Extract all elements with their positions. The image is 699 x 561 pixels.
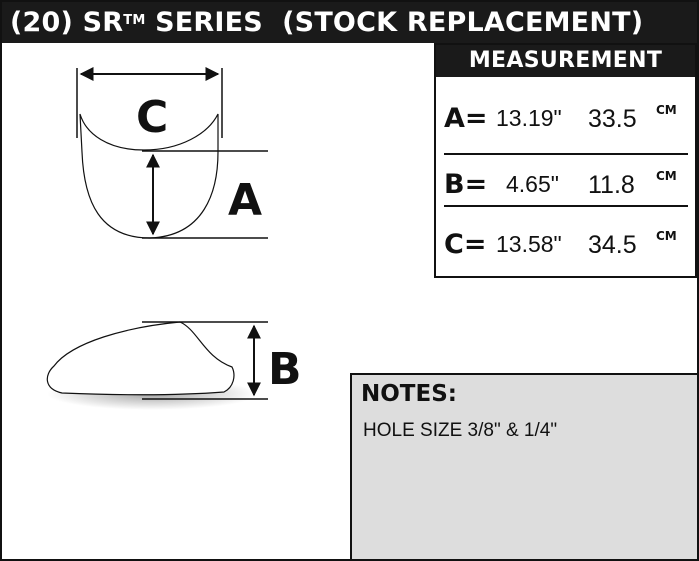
windshield-side-outline	[46, 321, 235, 396]
notes-text: HOLE SIZE 3/8" & 1/4"	[363, 420, 558, 441]
row-unit: CM	[656, 229, 677, 243]
measurement-row-b: B= 4.65" 11.8 CM	[444, 169, 690, 209]
row-label: B=	[444, 169, 488, 200]
label-a: A	[228, 175, 262, 226]
row-label: A=	[444, 103, 488, 134]
label-c: C	[136, 92, 168, 143]
label-b: B	[268, 344, 302, 395]
row-inches: 13.19"	[496, 105, 562, 131]
row-label: C=	[444, 229, 487, 260]
row-centimeters: 34.5	[588, 231, 637, 259]
front-view: C A	[76, 67, 268, 239]
measurement-divider	[444, 205, 688, 207]
measurement-divider	[444, 153, 688, 155]
title-prefix: (20) SR	[10, 7, 124, 38]
trademark-mark: TM	[123, 13, 146, 28]
title-suffix: SERIES (STOCK REPLACEMENT)	[145, 7, 644, 38]
row-unit: CM	[656, 169, 677, 183]
notes-title: NOTES:	[361, 381, 457, 407]
row-unit: CM	[656, 103, 677, 117]
row-inches: 4.65"	[506, 171, 559, 197]
measurement-heading: MEASUREMENT	[436, 45, 695, 77]
measurement-row-c: C= 13.58" 34.5 CM	[444, 229, 690, 269]
row-centimeters: 33.5	[588, 105, 637, 133]
measurement-panel: MEASUREMENT A= 13.19" 33.5 CM B= 4.65" 1…	[434, 43, 697, 278]
side-view: B	[46, 321, 302, 410]
row-inches: 13.58"	[496, 231, 562, 257]
notes-panel: NOTES: HOLE SIZE 3/8" & 1/4"	[350, 373, 697, 559]
measurement-row-a: A= 13.19" 33.5 CM	[444, 103, 690, 143]
row-centimeters: 11.8	[588, 171, 635, 199]
